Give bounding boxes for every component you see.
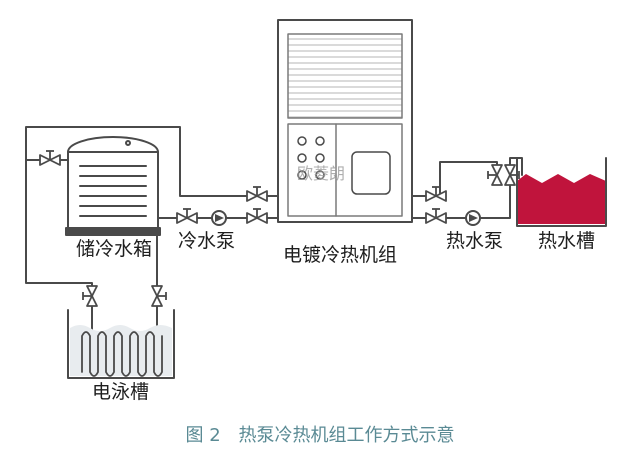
hot-water-tank (516, 157, 607, 227)
storage-tank (65, 136, 161, 236)
heat-pump-unit (277, 19, 413, 223)
hot-water-pump (465, 210, 481, 226)
pipe-hot-lower (406, 157, 523, 219)
label-hot-tank: 热水槽 (538, 230, 596, 252)
pipe-hot-upper (406, 161, 498, 197)
valve-hot-upper (425, 186, 447, 202)
valve-cold-1 (176, 208, 198, 224)
hot-water-fill (517, 174, 606, 224)
cold-water-pump (211, 210, 227, 226)
watermark: 欧菱朗 (297, 164, 346, 183)
pipe-top-loop (25, 126, 284, 197)
label-cold-pump: 冷水泵 (178, 230, 236, 252)
caption-number: 图 2 (185, 425, 221, 446)
valve-cold-upper (246, 186, 268, 202)
caption-title: 热泵冷热机组工作方式示意 (238, 425, 455, 446)
bath-coil (81, 331, 163, 377)
valve-hot-tank-2 (504, 164, 520, 186)
label-unit: 电镀冷热机组 (283, 244, 398, 266)
valve-bath-right (151, 285, 167, 307)
label-bath: 电泳槽 (92, 381, 150, 403)
valve-hot-lower (425, 208, 447, 224)
valve-bath-left (82, 285, 98, 307)
pipe-left-vertical (25, 159, 93, 341)
figure-caption: 图 2 热泵冷热机组工作方式示意 (0, 427, 640, 445)
label-hot-pump: 热水泵 (446, 230, 504, 252)
label-storage-tank: 储冷水箱 (76, 238, 153, 260)
valve-cold-lower (246, 208, 268, 224)
electrophoresis-bath (67, 309, 175, 379)
valve-hot-tank-1 (487, 164, 503, 186)
valve-tank-top (39, 150, 61, 166)
